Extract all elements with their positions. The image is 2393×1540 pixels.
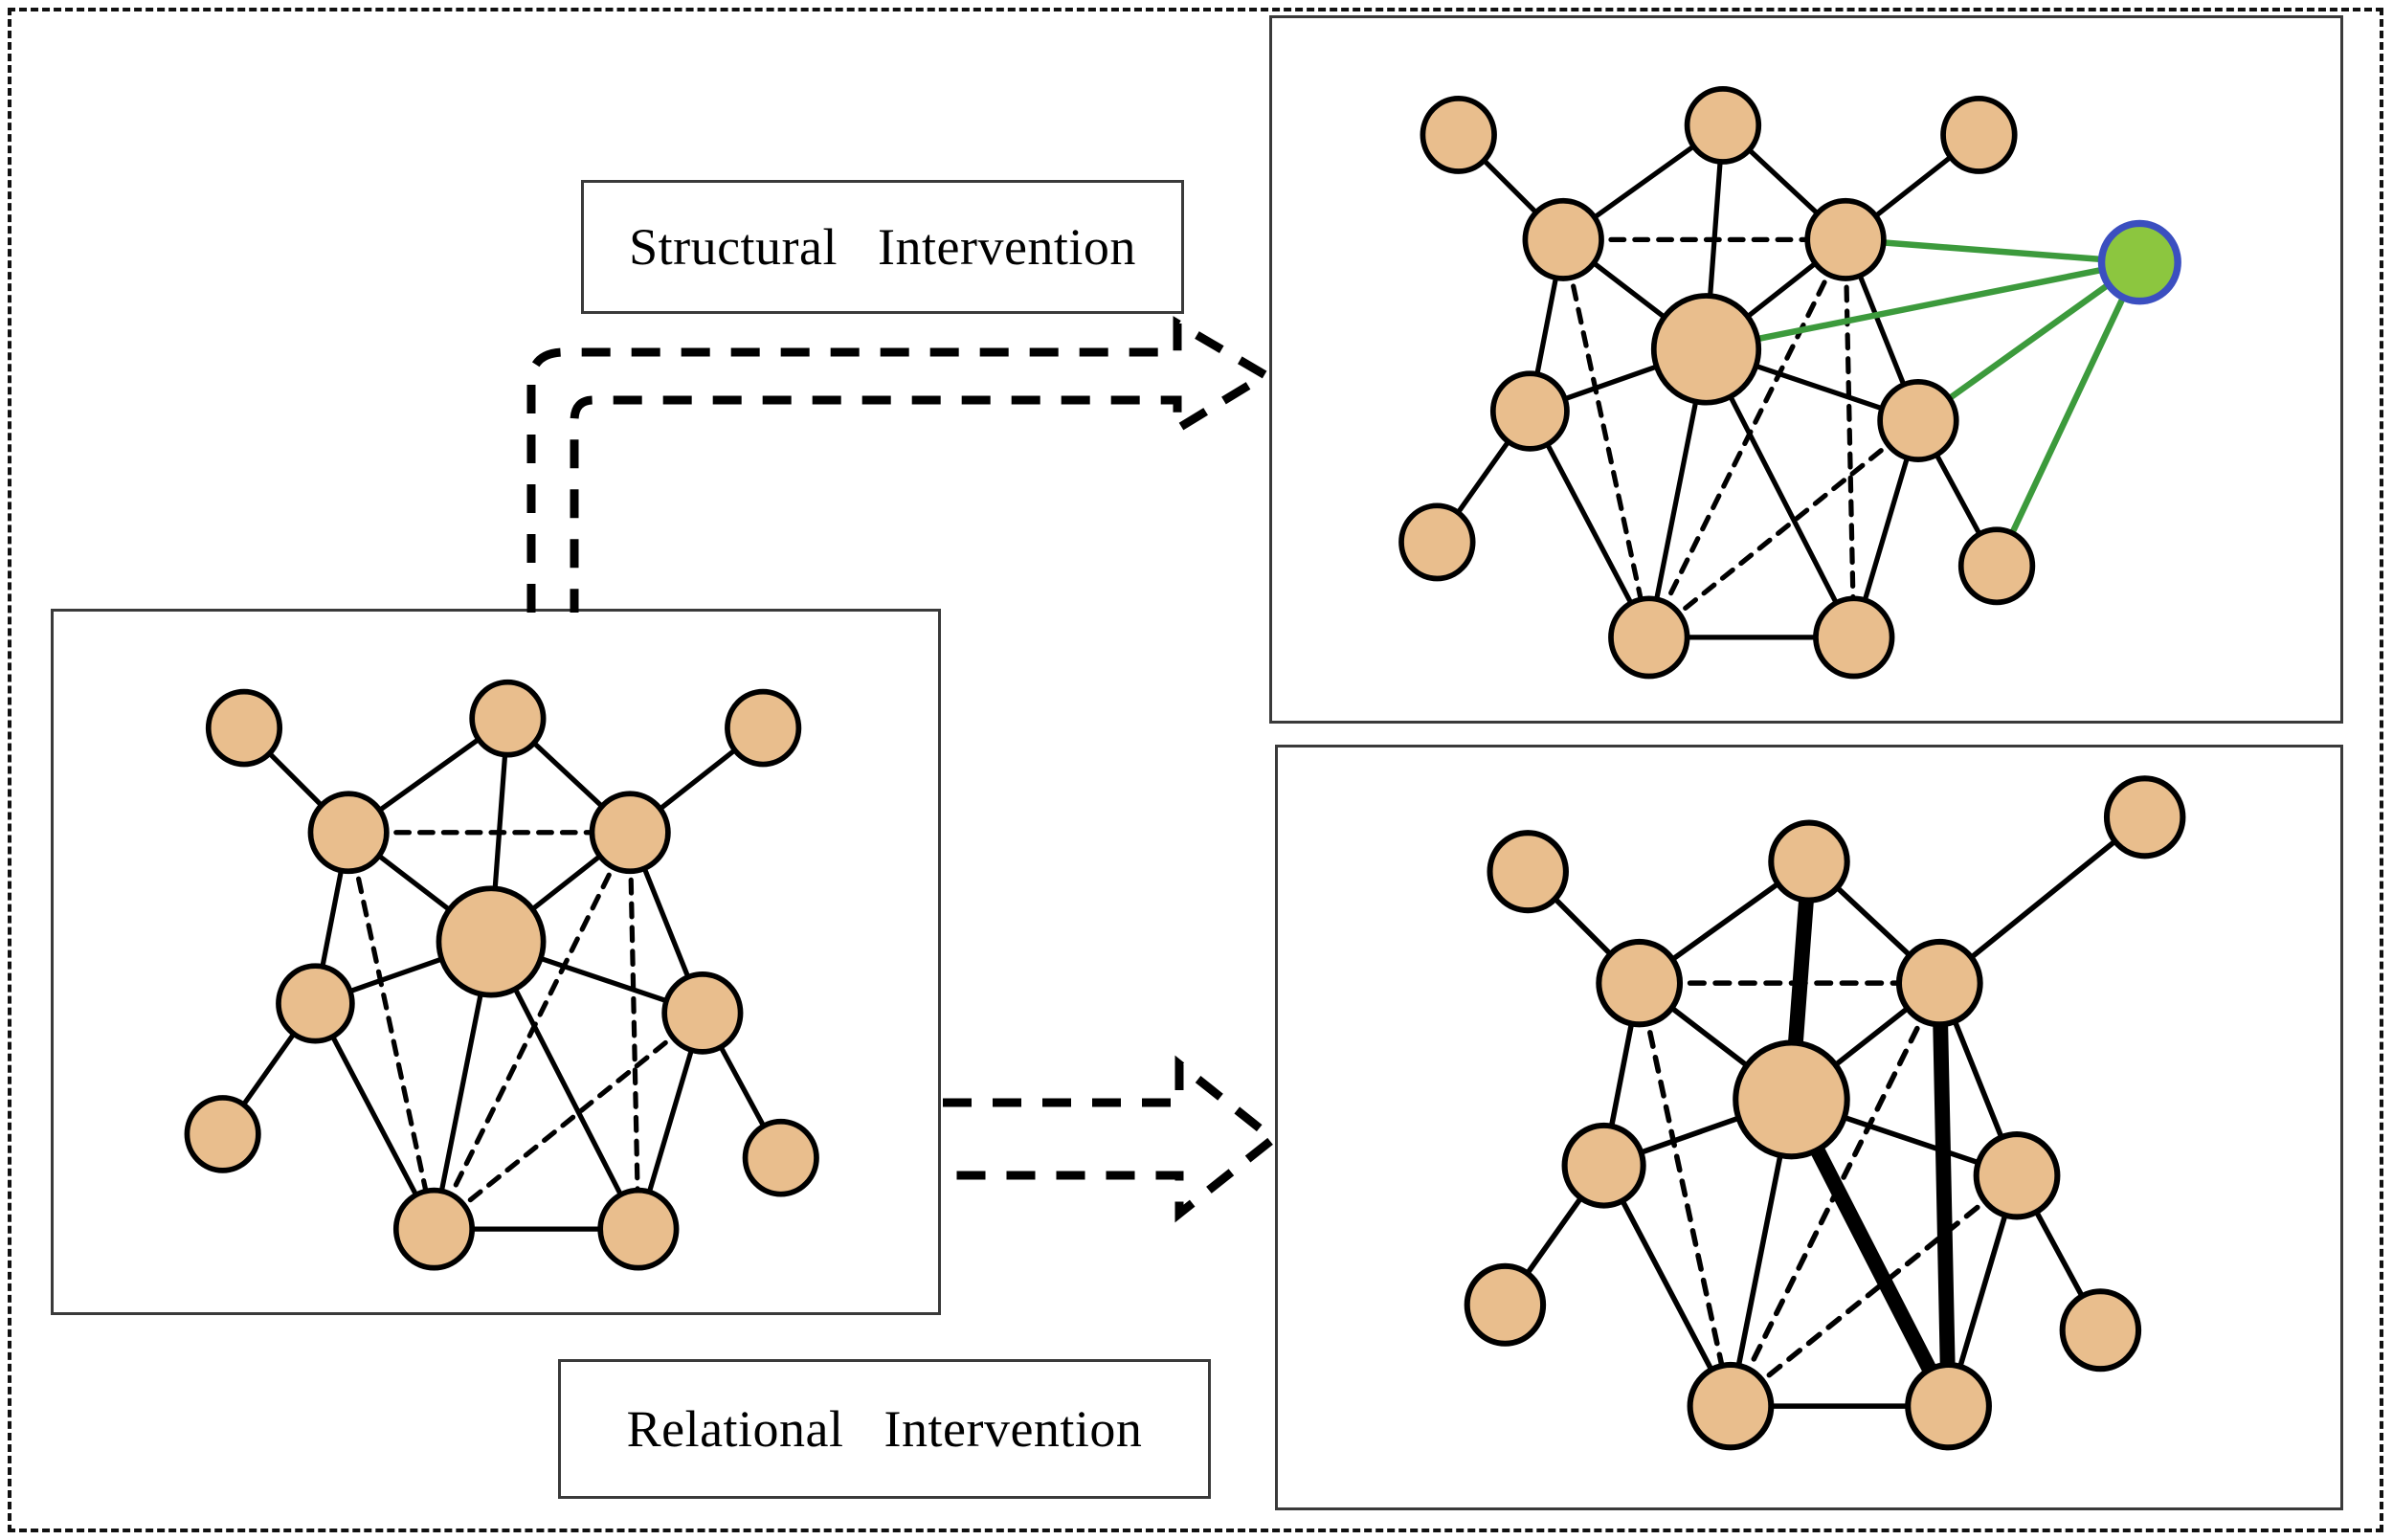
network-node[interactable] [2059,1288,2142,1373]
network-node[interactable] [2103,775,2186,859]
central-hub-node[interactable] [1733,1039,1850,1160]
network-node[interactable] [1596,938,1684,1028]
network-edge [1936,815,2148,986]
network-node[interactable] [1905,1361,1992,1451]
network-node[interactable] [1877,379,1959,462]
network-node[interactable] [1813,595,1895,680]
network-node[interactable] [661,971,744,1055]
weak-tie-edge [1843,236,1857,640]
weak-tie-edge [431,1010,705,1232]
network-edge [1600,1162,1733,1409]
structural-network-panel [1269,15,2343,724]
source-network-panel [51,609,941,1315]
network-node[interactable] [597,1187,680,1271]
weak-tie-edge [1636,980,1733,1409]
network-node[interactable] [1687,1361,1775,1451]
new-tie-edge [1914,258,2143,424]
relational-network-panel [1275,745,2343,1510]
network-edge [312,1000,437,1232]
weak-tie-edge [1646,417,1921,640]
network-node[interactable] [307,791,390,875]
strengthened-edge [1932,975,1957,1415]
structural-intervention-label: Structural Intervention [629,218,1136,276]
weak-tie-edge [431,830,633,1232]
network-node[interactable] [589,791,671,875]
structural-network-graph [1398,86,2181,680]
network-node[interactable] [205,688,283,768]
new-node[interactable] [2097,219,2181,305]
relational-intervention-label: Relational Intervention [626,1400,1143,1458]
central-hub-node[interactable] [1650,293,1762,406]
new-tie-edge [1703,258,2143,353]
source-network-graph [184,679,819,1271]
weak-tie-edge [1728,980,1943,1409]
network-node[interactable] [742,1118,819,1197]
network-node[interactable] [1522,197,1604,281]
weak-tie-edge [1560,236,1652,640]
network-node[interactable] [1973,1131,2061,1220]
network-node[interactable] [1464,1262,1547,1347]
central-hub-node[interactable] [436,885,547,998]
network-edge [1527,408,1652,640]
network-node[interactable] [1957,526,2036,606]
network-node[interactable] [1398,502,1476,582]
network-node[interactable] [1487,830,1569,914]
network-node[interactable] [392,1187,476,1271]
weak-tie-edge [1646,236,1848,640]
weak-tie-edge [346,830,437,1232]
network-node[interactable] [1940,95,2018,174]
relational-network-graph [1464,775,2186,1451]
new-tie-edge [1993,258,2143,569]
weak-tie-edge [1728,1172,2020,1409]
network-node[interactable] [1561,1122,1646,1209]
network-node[interactable] [276,963,355,1044]
network-node[interactable] [1804,197,1887,281]
network-node[interactable] [1608,595,1690,680]
network-node[interactable] [1684,86,1762,165]
network-node[interactable] [1895,938,1983,1028]
outer-dashed-border [8,8,2383,1532]
weak-tie-edge [627,830,641,1232]
network-node[interactable] [725,688,802,768]
network-node[interactable] [1420,95,1497,174]
relational-intervention-label-box: Relational Intervention [558,1359,1211,1499]
new-tie-edge [1842,236,2143,266]
network-node[interactable] [1768,819,1850,904]
structural-intervention-label-box: Structural Intervention [581,180,1184,314]
network-node[interactable] [1489,370,1570,452]
network-node[interactable] [184,1095,261,1173]
network-node[interactable] [469,679,547,758]
